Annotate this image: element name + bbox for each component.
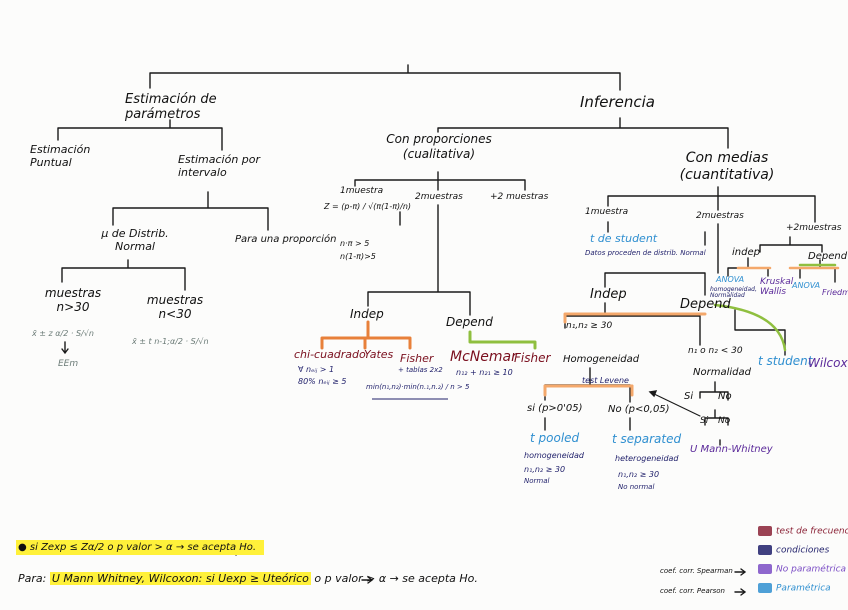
- test-anova: ANOVA: [716, 275, 745, 284]
- cond-prop-2: n(1-π)>5: [340, 252, 376, 261]
- cond-n-menor: n₁ o n₂ < 30: [688, 346, 743, 356]
- node-estimacion-puntual: Estimación Puntual: [30, 143, 91, 170]
- legend-swatch: [758, 545, 772, 555]
- test-t-separated: t separated: [612, 432, 682, 446]
- node-mu-normal: μ de Distrib. Normal: [101, 227, 169, 254]
- node-estimacion: Estimación de parámetros: [125, 92, 217, 122]
- node-n-mayor-30: muestras n>30: [44, 286, 102, 315]
- legend-label: No paramétrica: [776, 564, 847, 575]
- legend-label: Paramétrica: [776, 583, 831, 594]
- legend-label: condiciones: [776, 545, 830, 556]
- test-t-student-depend: t student: [758, 354, 813, 368]
- label-spearman: coef. corr. Spearman: [660, 567, 733, 575]
- node-normalidad: Normalidad: [693, 367, 751, 378]
- formula-fisher: min(n₁,n₂)·min(n.₁,n.₂) / n > 5: [366, 383, 470, 391]
- node-mas2-depend: Depend: [808, 251, 848, 262]
- test-fisher: Fisher: [400, 352, 434, 365]
- node-medias-indep: Indep: [590, 287, 627, 302]
- cond-chi-1: ∀ nₑᵢⱼ > 1: [298, 365, 335, 374]
- node-medias-2muestras: 2muestras: [696, 211, 744, 221]
- node-prop-2muestras: 2muestras: [415, 192, 463, 202]
- legend-item: No paramétrica: [758, 564, 848, 583]
- node-medias-1muestra: 1muestra: [585, 207, 629, 217]
- legend-item: Paramétrica: [758, 583, 848, 602]
- node-medias-mas2: +2muestras: [786, 223, 842, 233]
- label-homogeneidad: homogeneidad: [524, 451, 584, 460]
- footer-rule-2-prefix: Para:: [18, 572, 47, 585]
- cond-t-student-1: Datos proceden de distrib. Normal: [585, 249, 706, 257]
- label-pearson: coef. corr. Pearson: [660, 587, 725, 595]
- legend-item: condiciones: [758, 545, 848, 564]
- node-medias-depend: Depend: [680, 297, 731, 312]
- node-normal-no: No: [718, 391, 732, 402]
- cond-t-pooled-normal: Normal: [524, 477, 550, 485]
- node-inferencia: Inferencia: [580, 93, 655, 111]
- cond-prop-1: n·π > 5: [340, 239, 370, 248]
- node-si-p: si (p>0'05): [527, 403, 583, 414]
- cond-chi-2: 80% nₑᵢⱼ ≥ 5: [298, 377, 347, 386]
- label-heterogeneidad: heterogeneidad: [615, 454, 679, 463]
- node-prop-depend: Depend: [446, 315, 493, 329]
- node-proporcion: Para una proporción: [235, 234, 337, 245]
- test-yates: Yates: [364, 348, 394, 361]
- legend-item: test de frecuencias: [758, 526, 848, 545]
- node-n-menor-30: muestras n<30: [146, 293, 204, 322]
- node-no-p: No (p<0,05): [608, 404, 670, 415]
- node-homogeneidad: Homogeneidad: [563, 354, 640, 365]
- node-mas2-indep: indep: [732, 247, 760, 258]
- node-medias: Con medias (cuantitativa): [679, 150, 775, 183]
- footer-rule-1-text: si Zexp ≤ Zα/2 o p valor > α → se acepta…: [29, 542, 257, 553]
- cond-t-separated: n₁,n₂ ≥ 30: [618, 470, 660, 479]
- node-normal-si-2: Si: [700, 416, 709, 426]
- node-proporciones: Con proporciones (cualitativa): [386, 132, 492, 161]
- formula-z: x̄ ± z α/2 · S/√n: [32, 329, 94, 338]
- test-friedman: Friedman: [822, 288, 848, 297]
- node-prop-1muestra: 1muestra: [340, 186, 384, 196]
- formula-t: x̄ ± t n-1;α/2 · S/√n: [132, 337, 209, 346]
- eem-label: EEm: [58, 359, 79, 369]
- cond-fisher-tablas: + tablas 2x2: [398, 366, 443, 374]
- test-chi-cuadrado: chi-cuadrado: [294, 348, 366, 361]
- test-wilcoxon: Wilcoxon: [808, 356, 848, 370]
- cond-t-pooled: n₁,n₂ ≥ 30: [524, 465, 566, 474]
- cond-t-separated-2: No normal: [618, 483, 655, 491]
- node-estimacion-intervalo: Estimación por intervalo: [178, 153, 261, 180]
- test-mann-whitney: U Mann-Whitney: [690, 444, 773, 455]
- cond-n-mayor: n₁,n₂ ≥ 30: [566, 321, 613, 331]
- node-prop-mas2: +2 muestras: [490, 192, 549, 202]
- legend: test de frecuencias condiciones No paramét…: [758, 526, 848, 602]
- legend-swatch: [758, 564, 772, 574]
- node-normal-no-2: No: [718, 416, 731, 426]
- test-t-student-1: t de student: [590, 232, 658, 245]
- footer-rule-2-highlight: U Mann Whitney, Wilcoxon: si Uexp ≥ Uteó…: [49, 572, 311, 585]
- legend-swatch: [758, 526, 772, 536]
- footer-rule-2-suffix: o p valor > α → se acepta Ho.: [314, 572, 478, 585]
- cond-anova: homogeneidad, Normalidad: [710, 286, 757, 300]
- node-prop-indep: Indep: [350, 307, 384, 321]
- cond-mcnemar: n₁₂ + n₂₁ ≥ 10: [456, 368, 513, 377]
- test-fisher-depend: Fisher: [514, 351, 551, 365]
- formula-prop-z: Z = (p-π) / √(π(1-π)/n): [324, 202, 412, 211]
- test-kruskal: Kruskal Wallis: [760, 277, 794, 297]
- test-t-pooled: t pooled: [530, 431, 580, 445]
- node-normal-si: Si: [684, 391, 694, 402]
- legend-label: test de frecuencias: [776, 526, 848, 537]
- footer-rule-2: Para: U Mann Whitney, Wilcoxon: si Uexp …: [18, 572, 478, 585]
- footer-rule-1: ● si Zexp ≤ Zα/2 o p valor > α → se acep…: [16, 540, 265, 555]
- test-mcnemar: McNemar: [450, 349, 517, 365]
- legend-swatch: [758, 583, 772, 593]
- test-anova-depend: ANOVA: [792, 281, 821, 290]
- test-levene: test Levene: [582, 376, 629, 385]
